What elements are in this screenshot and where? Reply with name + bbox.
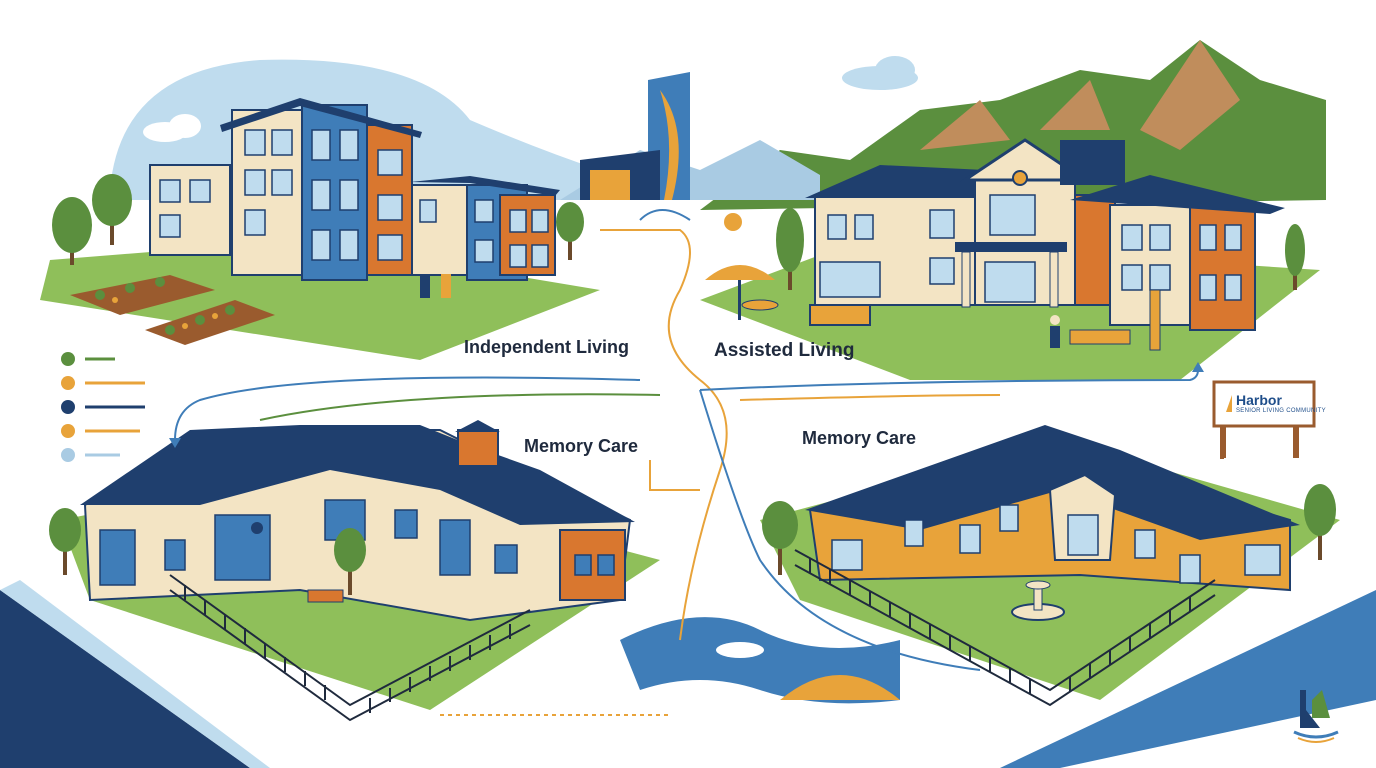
- legend: [61, 352, 145, 462]
- fence: [794, 549, 1216, 707]
- legend-dot: [61, 352, 75, 366]
- sailboat-icon: [1226, 395, 1232, 412]
- independent-living-building: [149, 98, 560, 281]
- arrow-down-icon: [169, 438, 181, 448]
- legend-dot: [61, 400, 75, 414]
- stream-pond: [716, 642, 764, 658]
- connecting-paths: [174, 209, 1199, 716]
- exercise-equipment-icon: [1050, 289, 1161, 351]
- fence: [169, 574, 531, 722]
- arrow-up-icon: [1192, 362, 1204, 372]
- residents-walking-icon: [420, 263, 451, 298]
- legend-dot: [61, 376, 75, 390]
- water-bottom-left-light: [0, 580, 270, 768]
- memory-care-left-building: [80, 420, 635, 622]
- assisted-living-building: [805, 138, 1285, 331]
- sun-icon: [724, 213, 742, 231]
- sand-mound: [780, 675, 900, 700]
- harbor-sailboat-logo: [1293, 690, 1339, 743]
- mountains: [700, 40, 1326, 210]
- patio-umbrella-icon: [705, 265, 779, 320]
- garden-beds: [70, 275, 275, 345]
- tree-icon: [1285, 224, 1305, 290]
- bench-icon: [307, 589, 344, 603]
- tree-icon: [1304, 484, 1336, 560]
- tree-icon: [762, 501, 798, 575]
- label-independent-living: Independent Living: [464, 337, 629, 357]
- sign-name: Harbor: [1236, 392, 1282, 408]
- tower-gate: [590, 170, 630, 200]
- legend-dot: [61, 448, 75, 462]
- mountain-rocks: [920, 40, 1240, 150]
- tower-accent: [660, 90, 679, 200]
- label-memory-care-right: Memory Care: [802, 428, 917, 448]
- sign-subtitle: SENIOR LIVING COMMUNITY: [1236, 408, 1326, 414]
- label-assisted-living: Assisted Living: [714, 340, 855, 361]
- harbor-sign: [1212, 380, 1316, 459]
- tree-icon: [334, 528, 366, 595]
- cloud-icon: [143, 114, 201, 142]
- tree-icon: [92, 174, 132, 245]
- tree-icon: [49, 508, 81, 575]
- cloud-icon: [842, 56, 918, 90]
- tree-icon: [776, 208, 804, 290]
- label-memory-care-left: Memory Care: [524, 436, 639, 456]
- tree-icon: [52, 197, 92, 265]
- memory-care-right-building: [805, 425, 1300, 592]
- fountain-icon: [1011, 580, 1065, 621]
- water-bottom-right: [1000, 590, 1376, 768]
- bench-icon: [809, 304, 871, 326]
- legend-dot: [61, 424, 75, 438]
- tree-icon: [556, 202, 584, 260]
